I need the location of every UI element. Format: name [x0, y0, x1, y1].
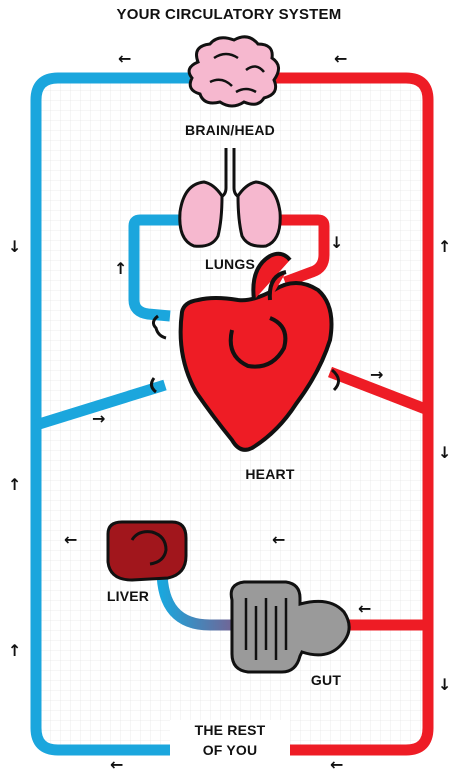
arrow-right-icon: → — [370, 365, 383, 384]
rest-of-you-label: THE REST OF YOU — [170, 720, 290, 760]
diagram-title: YOUR CIRCULATORY SYSTEM — [0, 6, 458, 23]
arrow-left-icon: ← — [110, 755, 123, 773]
gut-label: GUT — [296, 672, 356, 688]
brain-icon — [189, 37, 278, 106]
rest-label-line2: OF YOU — [170, 740, 290, 760]
lungs-label: LUNGS — [170, 256, 290, 272]
arrow-left-icon: ← — [334, 49, 347, 68]
liver-label: LIVER — [88, 588, 168, 604]
arrow-left-icon: ← — [118, 49, 131, 68]
arrow-up-icon: ↑ — [114, 259, 127, 278]
arrow-up-icon: ↑ — [8, 641, 21, 660]
arrow-right-icon: → — [92, 409, 105, 428]
arrow-down-icon: ↓ — [8, 237, 21, 256]
arrow-down-icon: ↓ — [438, 675, 451, 694]
liver-icon — [108, 522, 186, 580]
arrow-left-icon: ← — [64, 530, 77, 549]
arrow-left-icon: ← — [330, 755, 343, 773]
arrow-down-icon: ↓ — [330, 233, 343, 252]
arrow-up-icon: ↑ — [438, 237, 451, 256]
brain-label: BRAIN/HEAD — [150, 122, 310, 138]
heart-label: HEART — [210, 466, 330, 482]
rest-label-line1: THE REST — [170, 720, 290, 740]
arrow-down-icon: ↓ — [438, 443, 451, 462]
arrow-up-icon: ↑ — [8, 475, 21, 494]
arrow-left-icon: ← — [272, 530, 285, 549]
arrow-left-icon: ← — [358, 599, 371, 618]
